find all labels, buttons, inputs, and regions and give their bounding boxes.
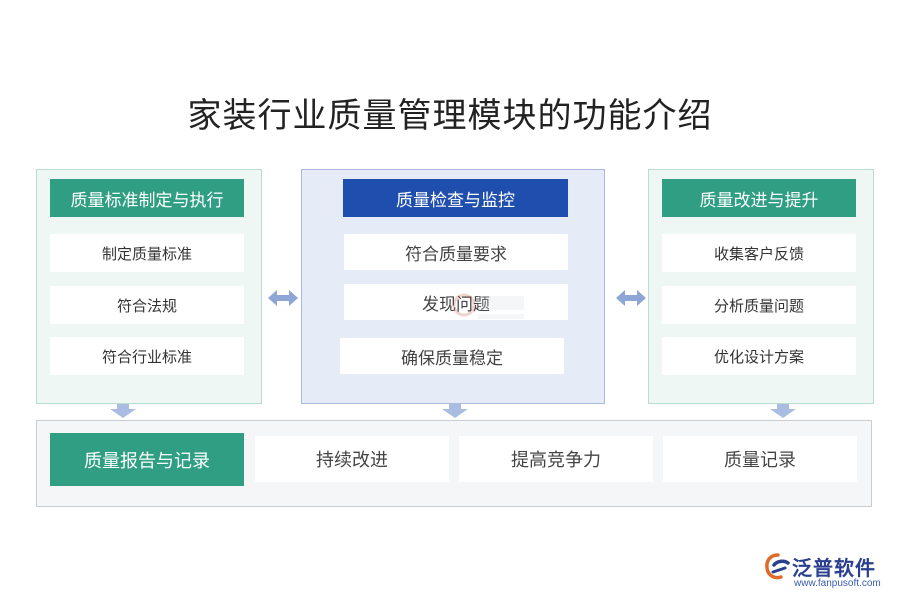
bottom-item-1: 持续改进 [255,436,449,482]
right-item-2: 分析质量问题 [662,286,856,324]
brand-logo-icon [765,553,790,580]
center-item-3: 确保质量稳定 [340,338,564,374]
down-arrow-icon [110,404,136,418]
right-item-1: 收集客户反馈 [662,234,856,272]
brand-logo: 泛普软件 www.fanpusoft.com [764,550,894,596]
double-arrow-icon [616,290,646,306]
bottom-item-2: 提高竞争力 [459,436,653,482]
down-arrow-icon [442,404,468,418]
brand-url: www.fanpusoft.com [794,578,881,589]
down-arrow-icon [770,404,796,418]
right-item-3: 优化设计方案 [662,337,856,375]
left-item-2: 符合法规 [50,286,244,324]
center-item-1: 符合质量要求 [344,234,568,270]
center-item-2: 发现问题 [344,284,568,320]
panel-header-quality-inspection: 质量检查与监控 [343,179,568,217]
panel-header-quality-standards: 质量标准制定与执行 [50,179,244,217]
brand-name: 泛普软件 [792,556,876,580]
bottom-item-3: 质量记录 [663,436,857,482]
page-title: 家装行业质量管理模块的功能介绍 [187,96,713,136]
left-item-1: 制定质量标准 [50,234,244,272]
left-item-3: 符合行业标准 [50,337,244,375]
panel-header-quality-reporting: 质量报告与记录 [50,433,244,486]
panel-header-quality-improvement: 质量改进与提升 [662,179,856,217]
double-arrow-icon [268,290,298,306]
